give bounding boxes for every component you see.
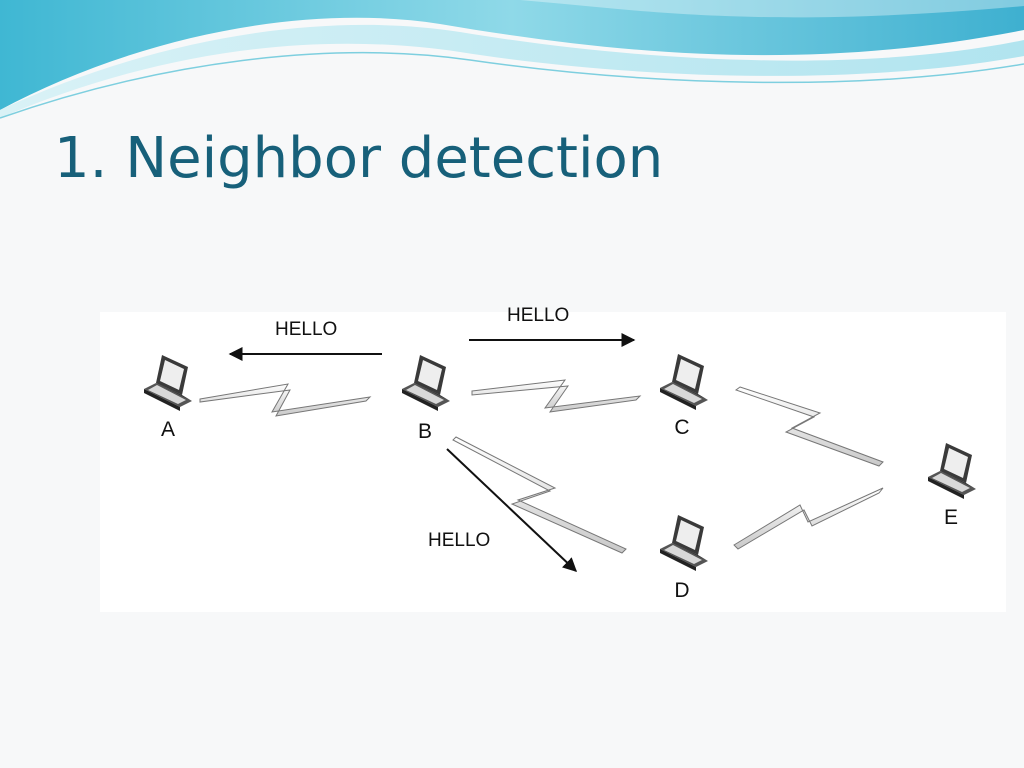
- node-label-c: C: [674, 416, 689, 439]
- laptop-icon-node-c: [660, 354, 708, 410]
- hello-label-b-to-d: HELLO: [428, 530, 490, 551]
- node-label-a: A: [161, 418, 175, 441]
- header-wave-banner: [0, 0, 1024, 119]
- hello-arrow-b-to-d: [446, 448, 578, 572]
- hello-label-b-to-c: HELLO: [507, 305, 569, 326]
- link-d-e: [733, 487, 884, 550]
- link-c-e: [734, 386, 884, 467]
- link-b-c: [471, 379, 642, 413]
- laptop-icon-node-d: [660, 515, 708, 571]
- diagram-panel: [100, 312, 1006, 612]
- laptop-icon-node-b: [402, 355, 450, 411]
- node-label-b: B: [418, 420, 432, 443]
- laptop-icon-node-e: [928, 443, 976, 499]
- link-b-d: [452, 436, 627, 554]
- laptop-icon-node-a: [144, 355, 192, 411]
- node-label-e: E: [944, 506, 958, 529]
- node-label-d: D: [674, 579, 689, 602]
- hello-label-b-to-a: HELLO: [275, 319, 337, 340]
- link-a-b: [199, 383, 372, 417]
- slide-title: 1. Neighbor detection: [54, 126, 664, 191]
